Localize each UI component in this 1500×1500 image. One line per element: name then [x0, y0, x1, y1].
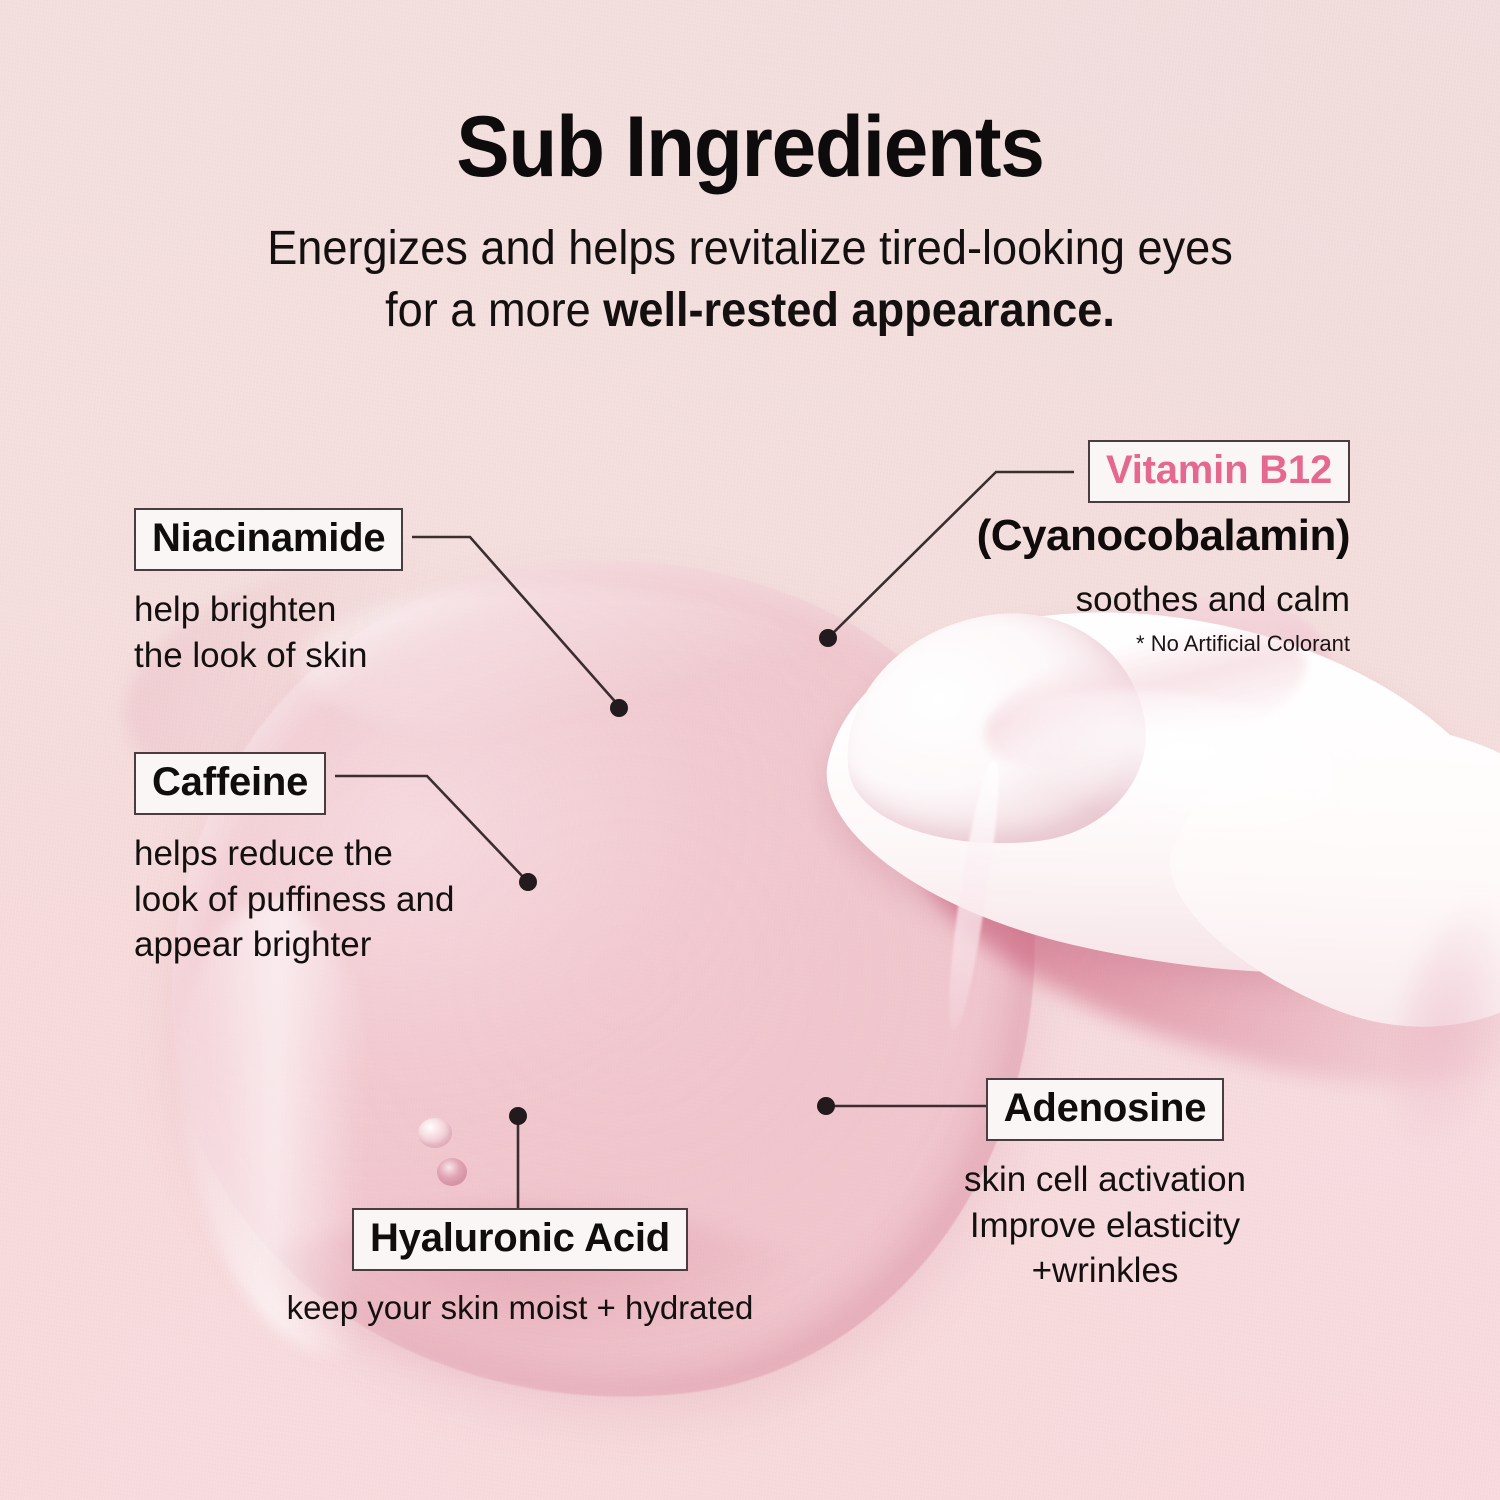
gel-bubble-small: [437, 1158, 467, 1186]
ingredient-description-caffeine: helps reduce the look of puffiness and a…: [134, 834, 455, 965]
ingredient-name-niacinamide: Niacinamide: [134, 508, 404, 572]
ingredient-description-hyaluronic-acid: keep your skin moist + hydrated: [286, 1289, 754, 1327]
gel-bubble-large: [418, 1118, 452, 1148]
callout-niacinamide: Niacinamide help brighten the look of sk…: [134, 508, 534, 678]
ingredient-description-vitamin-b12: soothes and calm: [1075, 580, 1350, 620]
subtitle-line-2: for a more well-rested appearance.: [177, 280, 1324, 342]
ingredient-note-vitamin-b12: * No Artificial Colorant: [1136, 630, 1350, 656]
subtitle-line-2-prefix: for a more: [385, 284, 604, 338]
callout-hyaluronic-acid: Hyaluronic Acid keep your skin moist + h…: [260, 1208, 780, 1330]
ingredient-name-caffeine: Caffeine: [134, 752, 327, 816]
ingredient-name-vitamin-b12: Vitamin B12: [1087, 440, 1350, 504]
ingredient-description-niacinamide: help brighten the look of skin: [134, 590, 368, 675]
subtitle-line-1: Energizes and helps revitalize tired-loo…: [267, 221, 1233, 275]
header-block: Sub Ingredients Energizes and helps revi…: [0, 0, 1500, 343]
page-subtitle: Energizes and helps revitalize tired-loo…: [177, 218, 1324, 343]
ingredient-name-hyaluronic-acid: Hyaluronic Acid: [351, 1208, 689, 1272]
subtitle-line-2-emphasis: well-rested appearance.: [603, 284, 1115, 338]
ingredient-description-adenosine: skin cell activation Improve elasticity …: [963, 1160, 1247, 1291]
callout-caffeine: Caffeine helps reduce the look of puffin…: [134, 752, 554, 968]
ingredient-subname-vitamin-b12: (Cyanocobalamin): [976, 511, 1351, 561]
callout-adenosine: Adenosine skin cell activation Improve e…: [930, 1078, 1280, 1294]
ingredient-name-adenosine: Adenosine: [985, 1078, 1225, 1142]
page-title: Sub Ingredients: [456, 99, 1045, 195]
callout-vitamin-b12: Vitamin B12 (Cyanocobalamin) soothes and…: [930, 440, 1351, 657]
